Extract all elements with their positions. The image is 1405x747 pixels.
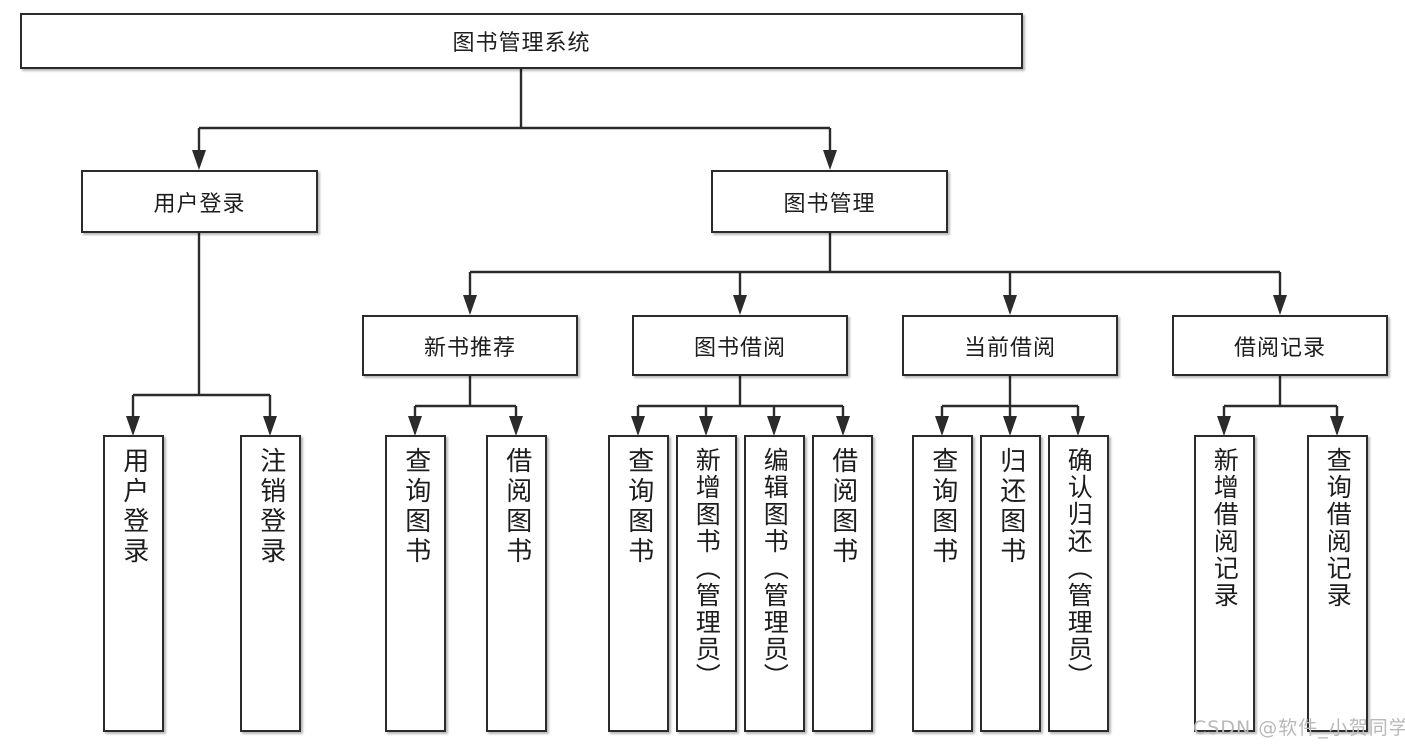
leaf-user-login-label: 用户登录	[118, 447, 149, 567]
leaf-edit-book[interactable]: 编辑图书（管理员）	[744, 435, 805, 732]
leaf-add-record[interactable]: 新增借阅记录	[1194, 435, 1255, 732]
leaf-return-book[interactable]: 归还图书	[980, 435, 1041, 732]
node-current-borrow[interactable]: 当前借阅	[902, 315, 1118, 376]
node-new-book-recommend[interactable]: 新书推荐	[362, 315, 578, 376]
leaf-query-book-1-label: 查询图书	[400, 447, 431, 567]
leaf-add-book[interactable]: 新增图书（管理员）	[676, 435, 737, 732]
leaf-query-book-1[interactable]: 查询图书	[385, 435, 446, 732]
node-book-manage-label: 图书管理	[783, 191, 876, 217]
leaf-query-book-2-label: 查询图书	[623, 447, 654, 567]
node-new-book-recommend-label: 新书推荐	[423, 335, 516, 361]
node-book-borrow-label: 图书借阅	[693, 335, 786, 361]
node-current-borrow-label: 当前借阅	[963, 335, 1056, 361]
node-root[interactable]: 图书管理系统	[20, 13, 1023, 69]
leaf-query-book-3-label: 查询图书	[927, 447, 958, 567]
leaf-add-book-label: 新增图书（管理员）	[692, 447, 722, 690]
leaf-user-login[interactable]: 用户登录	[103, 435, 164, 732]
node-root-label: 图书管理系统	[452, 31, 591, 56]
leaf-query-book-3[interactable]: 查询图书	[912, 435, 973, 732]
node-user-login[interactable]: 用户登录	[81, 170, 318, 233]
leaf-confirm-return[interactable]: 确认归还（管理员）	[1048, 435, 1109, 732]
leaf-return-book-label: 归还图书	[995, 447, 1026, 567]
leaf-borrow-book-1-label: 借阅图书	[501, 447, 532, 567]
watermark-text: CSDN @软件_小贺同学	[1193, 717, 1405, 739]
node-book-borrow[interactable]: 图书借阅	[632, 315, 848, 376]
leaf-borrow-book-2[interactable]: 借阅图书	[812, 435, 873, 732]
node-user-login-label: 用户登录	[153, 191, 246, 217]
node-borrow-record-label: 借阅记录	[1233, 335, 1326, 361]
node-book-manage[interactable]: 图书管理	[711, 170, 948, 233]
leaf-edit-book-label: 编辑图书（管理员）	[760, 447, 790, 690]
leaf-add-record-label: 新增借阅记录	[1210, 447, 1240, 609]
leaf-query-book-2[interactable]: 查询图书	[608, 435, 669, 732]
leaf-query-record-label: 查询借阅记录	[1323, 447, 1353, 609]
leaf-query-record[interactable]: 查询借阅记录	[1307, 435, 1368, 732]
leaf-logout[interactable]: 注销登录	[240, 435, 301, 732]
leaf-confirm-return-label: 确认归还（管理员）	[1064, 447, 1094, 690]
leaf-borrow-book-1[interactable]: 借阅图书	[486, 435, 547, 732]
leaf-borrow-book-2-label: 借阅图书	[827, 447, 858, 567]
node-borrow-record[interactable]: 借阅记录	[1172, 315, 1388, 376]
leaf-logout-label: 注销登录	[255, 447, 286, 567]
